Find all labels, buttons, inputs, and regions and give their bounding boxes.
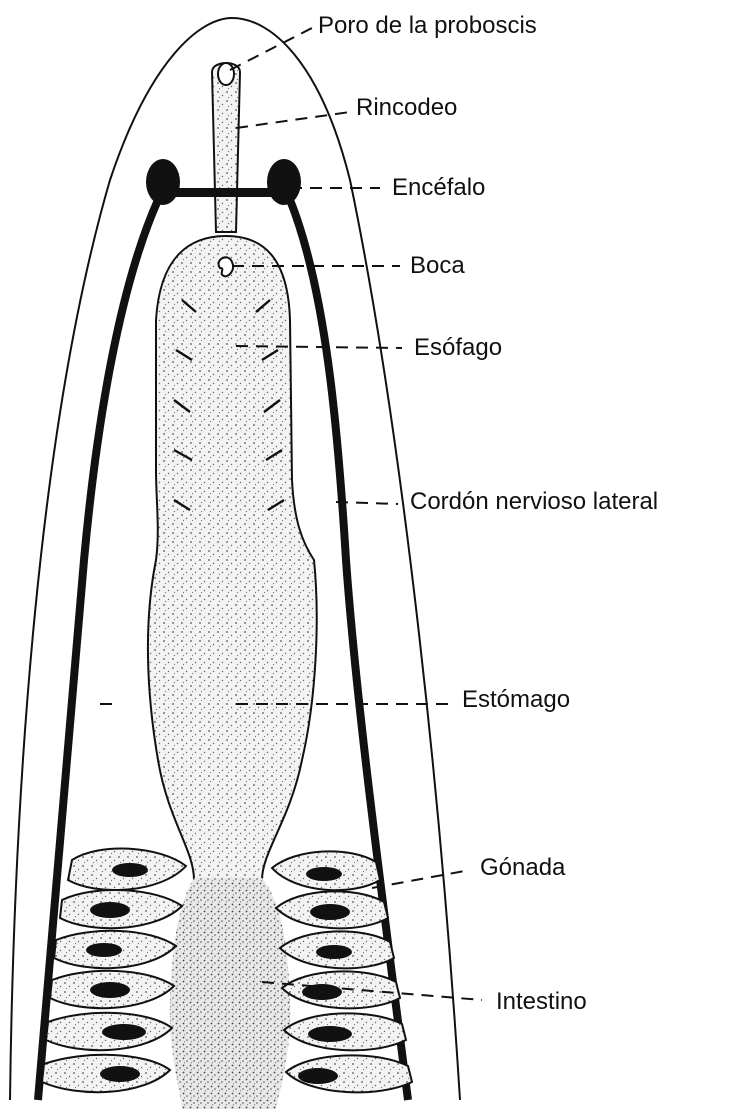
label-esofago: Esófago <box>414 336 502 360</box>
esophagus-stomach <box>148 236 317 880</box>
label-encefalo: Encéfalo <box>392 176 485 200</box>
label-poro-de-la-proboscis: Poro de la proboscis <box>318 14 537 38</box>
cerebral-ganglion-left <box>146 159 180 205</box>
label-rincodeo: Rincodeo <box>356 96 457 120</box>
label-gonada: Gónada <box>480 856 565 880</box>
label-cordon-nervioso-lateral: Cordón nervioso lateral <box>410 490 658 514</box>
rincodeo-structure <box>212 63 240 232</box>
cerebral-ganglion-right <box>267 159 301 205</box>
intestine <box>170 878 290 1109</box>
label-intestino: Intestino <box>496 990 587 1014</box>
brain-commissure <box>170 188 280 197</box>
gonads-left <box>42 849 186 1093</box>
label-boca: Boca <box>410 254 465 278</box>
leader-gonada <box>372 870 470 888</box>
proboscis-pore <box>218 63 234 85</box>
leader-poro <box>230 28 312 70</box>
label-estomago: Estómago <box>462 688 570 712</box>
